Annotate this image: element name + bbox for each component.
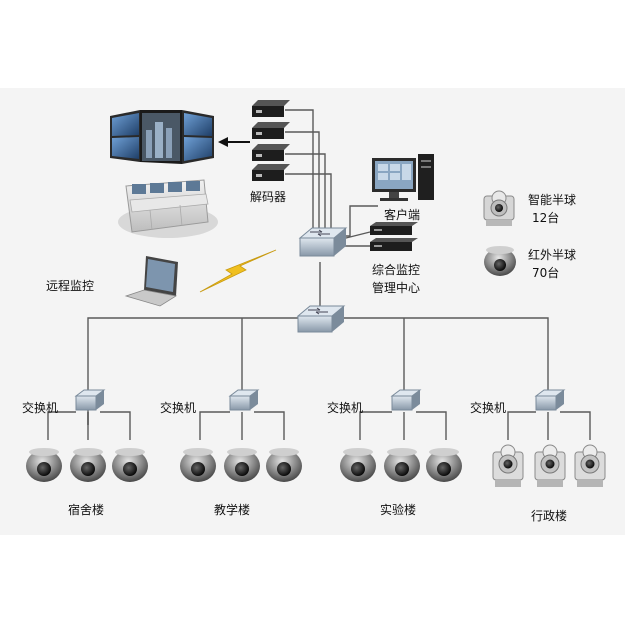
decoder-icon xyxy=(252,100,290,117)
arrow-left-icon xyxy=(218,137,250,147)
smart-dome-camera-icon xyxy=(492,444,524,487)
ir-dome-camera-icon xyxy=(484,246,516,276)
ir-dome-camera-icon xyxy=(112,448,148,482)
connection-lines xyxy=(47,109,591,440)
lightning-icon xyxy=(199,249,277,293)
video-wall-icon xyxy=(110,110,214,164)
ir-dome-camera-icon xyxy=(70,448,106,482)
access-switch-icon xyxy=(390,389,422,411)
control-console-icon xyxy=(118,179,218,238)
ir-name-label: 红外半球 xyxy=(528,248,577,262)
switch-label: 交换机 xyxy=(470,401,507,415)
decoder-icon xyxy=(252,122,290,139)
ir-dome-camera-icon xyxy=(180,448,216,482)
remote-label: 远程监控 xyxy=(46,279,95,293)
building-label: 教学楼 xyxy=(213,503,251,517)
client-label: 客户端 xyxy=(384,208,421,222)
camera-group xyxy=(26,444,606,487)
access-switch-icon xyxy=(534,389,566,411)
ir-dome-camera-icon xyxy=(384,448,420,482)
dome-count-label: 12台 xyxy=(532,211,560,225)
building-label: 实验楼 xyxy=(379,503,417,517)
building-label: 行政楼 xyxy=(530,509,568,523)
access-switch-icon xyxy=(74,389,106,411)
client-computer-icon xyxy=(372,154,434,201)
smart-dome-camera-icon xyxy=(574,444,606,487)
ir-dome-camera-icon xyxy=(426,448,462,482)
server-icon xyxy=(370,238,418,251)
dome-name-label: 智能半球 xyxy=(528,193,577,207)
laptop-icon xyxy=(124,256,178,307)
smart-dome-camera-icon xyxy=(534,444,566,487)
ir-dome-camera-icon xyxy=(266,448,302,482)
decoder-icon xyxy=(252,144,290,161)
decoder-label: 解码器 xyxy=(250,190,287,204)
ir-dome-camera-icon xyxy=(26,448,62,482)
core-switch-icon xyxy=(296,305,346,333)
decoder-icon xyxy=(252,164,290,181)
decoder-stack xyxy=(252,100,290,181)
switch-label: 交换机 xyxy=(160,401,197,415)
access-switch-icon xyxy=(228,389,260,411)
switch-label: 交换机 xyxy=(327,401,364,415)
building-label: 宿舍楼 xyxy=(67,503,105,517)
center-label-line2: 管理中心 xyxy=(372,281,421,295)
server-icon xyxy=(370,222,418,235)
core-switch-icon xyxy=(298,227,348,257)
ir-dome-camera-icon xyxy=(340,448,376,482)
smart-dome-camera-icon xyxy=(483,190,515,226)
ir-dome-camera-icon xyxy=(224,448,260,482)
ir-count-label: 70台 xyxy=(532,266,560,280)
center-label-line1: 综合监控 xyxy=(372,263,421,277)
switch-label: 交换机 xyxy=(22,401,59,415)
